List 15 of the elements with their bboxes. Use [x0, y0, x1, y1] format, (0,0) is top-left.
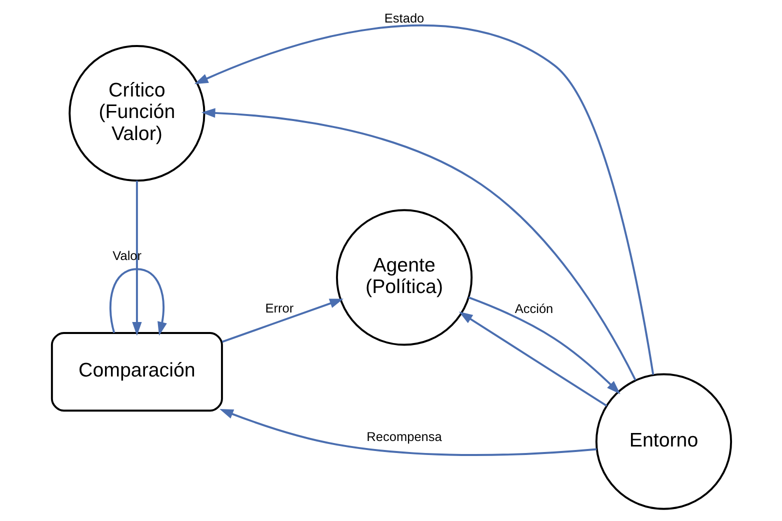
arrow [132, 180, 142, 336]
arrow [458, 312, 607, 407]
edge-label: Error [264, 300, 294, 316]
arrow [194, 24, 654, 375]
arrow [108, 268, 166, 336]
arrow [221, 298, 343, 343]
arrow [219, 408, 596, 456]
edge-label: Acción [514, 301, 553, 316]
node-circle: Crítico (Función Valor) [68, 45, 205, 182]
edge-label: Estado [384, 10, 424, 26]
arrow [468, 296, 620, 394]
edge-label: Recompensa [366, 428, 442, 444]
arrow [200, 108, 636, 381]
node-circle: Entorno [594, 373, 732, 510]
node-box: Comparación [50, 332, 222, 412]
